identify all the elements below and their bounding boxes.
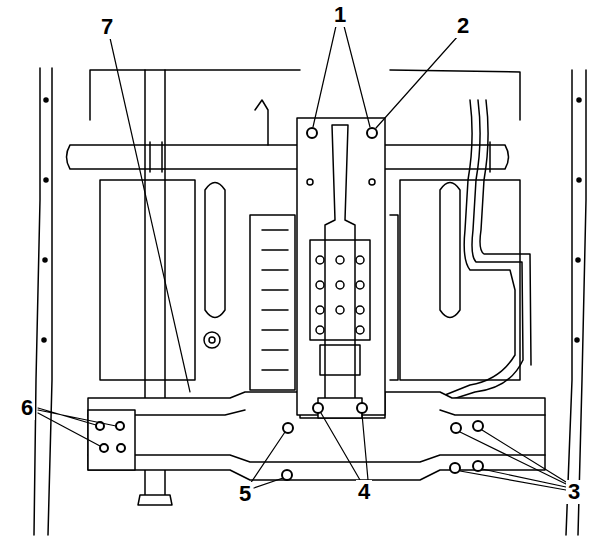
hole [356, 326, 364, 334]
hole [336, 306, 344, 314]
callout-number: 1 [332, 3, 348, 27]
rivet [42, 338, 46, 342]
rivet [43, 258, 47, 262]
rivet [44, 98, 48, 102]
floor-rib [205, 183, 225, 318]
floor-recess [400, 180, 520, 380]
rivet [577, 98, 581, 102]
callout-number: 3 [566, 480, 582, 504]
body-side-rails [34, 68, 586, 535]
drain-plug [204, 332, 220, 348]
leader-line [321, 413, 368, 480]
bolt [283, 423, 293, 433]
hole [336, 281, 344, 289]
leader-lines [38, 26, 566, 490]
rivet [576, 258, 580, 262]
leader-line [110, 38, 190, 392]
rivet [577, 178, 581, 182]
bolt [307, 128, 317, 138]
callout-number: 6 [19, 396, 35, 420]
bolt [473, 421, 483, 431]
drain-plug [209, 337, 215, 343]
mount-block [320, 345, 360, 375]
tube [67, 145, 509, 169]
bolt [100, 444, 108, 452]
leader-line [38, 408, 116, 446]
left-rail [34, 68, 40, 535]
floor-panel [90, 70, 520, 120]
leader-line [376, 36, 458, 128]
leader-line [460, 430, 566, 490]
leader-line [250, 432, 285, 488]
hole [316, 306, 324, 314]
left-rail-inner [48, 68, 52, 535]
pipe-end [138, 495, 172, 505]
lower-crossmember [88, 392, 545, 480]
bolt [116, 422, 124, 430]
mount-pad [310, 240, 370, 340]
hole [356, 256, 364, 264]
bolt [451, 423, 461, 433]
fuel-line [450, 100, 523, 400]
rivet [44, 178, 48, 182]
hole [356, 306, 364, 314]
right-rail-inner [566, 70, 572, 535]
component-detail [262, 230, 288, 370]
support-rib [325, 125, 355, 405]
six-bracket [88, 410, 135, 470]
fuel-line [480, 100, 531, 365]
hole [356, 281, 364, 289]
mount-block [318, 398, 362, 418]
bolt [313, 403, 323, 413]
hole [369, 179, 375, 185]
callout-number: 5 [237, 482, 253, 506]
bolt [367, 128, 377, 138]
component [250, 215, 295, 390]
support-plate [297, 118, 385, 415]
crossmember [88, 392, 545, 480]
hole [316, 281, 324, 289]
hole [316, 256, 324, 264]
rivet [575, 338, 579, 342]
bolt [117, 444, 125, 452]
tube-bracket [255, 100, 268, 145]
hole [316, 326, 324, 334]
transmission-support [297, 118, 385, 418]
leader-line [313, 26, 370, 127]
component [390, 215, 398, 380]
fuel-lines [445, 100, 531, 400]
bolt [282, 470, 292, 480]
bolt [473, 461, 483, 471]
crossbar-tube [67, 100, 509, 172]
crossmember-edge [88, 410, 545, 462]
bolt [450, 463, 460, 473]
hole [307, 179, 313, 185]
callout-number: 2 [455, 14, 471, 38]
bolt [357, 403, 367, 413]
bolts [96, 128, 483, 480]
floor-rib [440, 183, 460, 318]
callout-number: 7 [99, 15, 115, 39]
right-rail [578, 70, 586, 535]
hole [336, 256, 344, 264]
callout-number: 4 [356, 480, 372, 504]
